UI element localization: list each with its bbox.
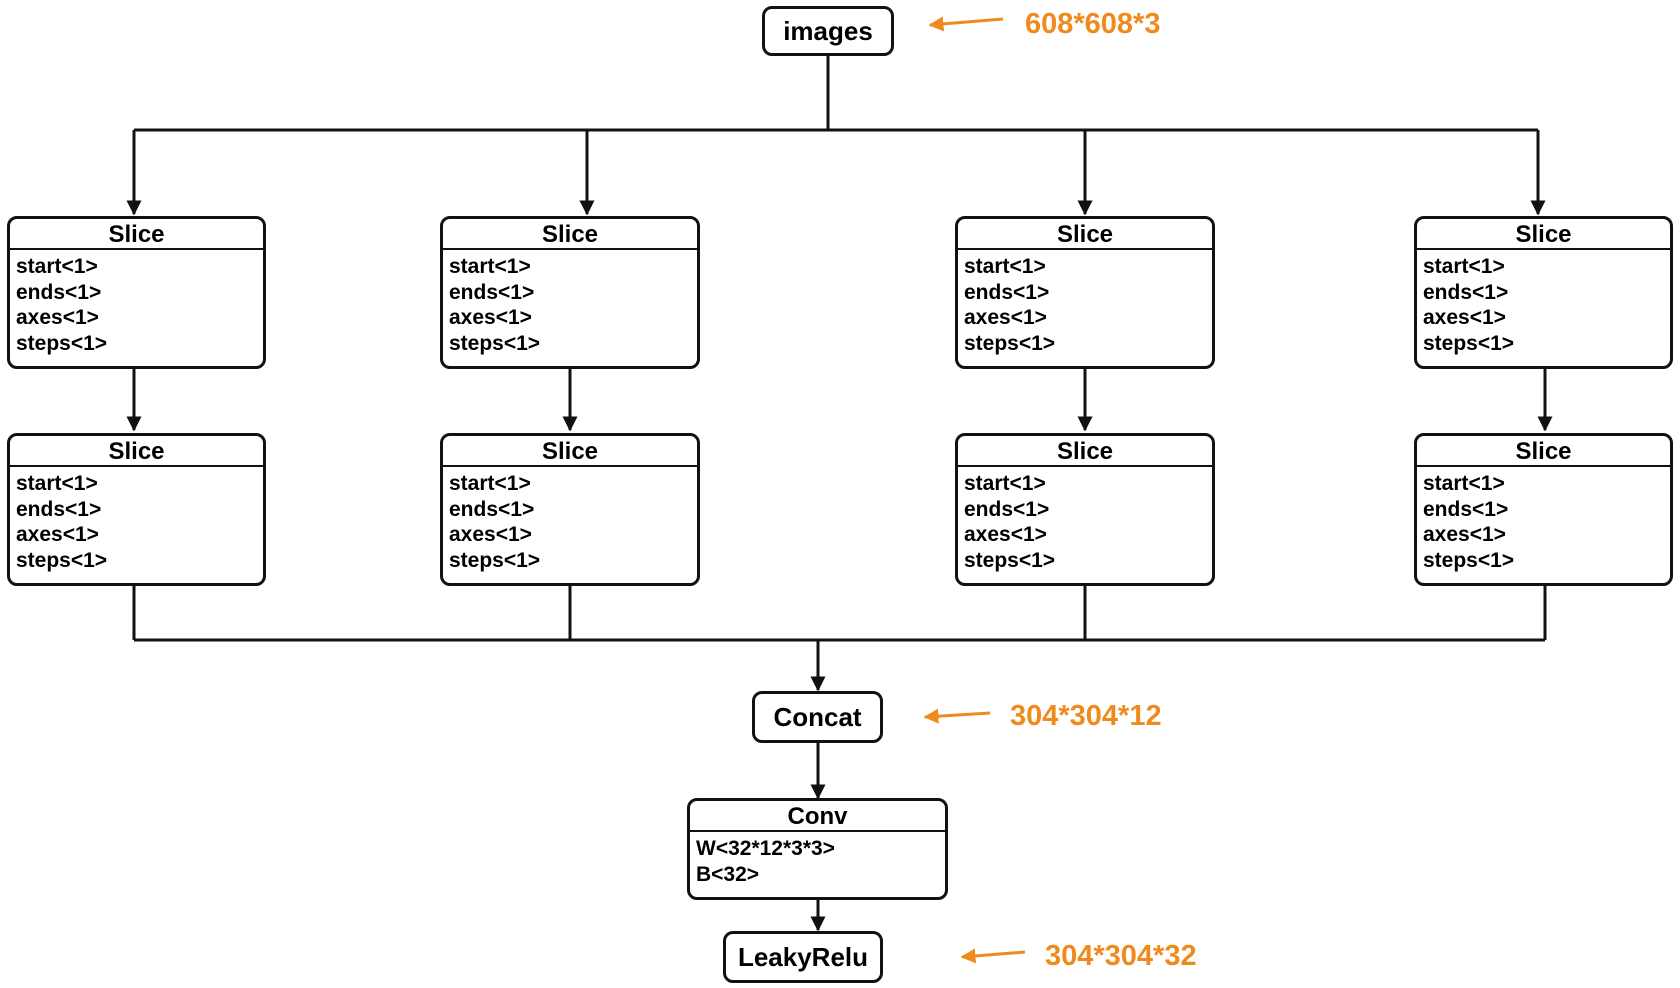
slice-title: Slice bbox=[1417, 436, 1670, 467]
slice-attr-ends: ends<1> bbox=[16, 497, 102, 521]
images-shape-annotation: 608*608*3 bbox=[1025, 8, 1161, 40]
slice-title: Slice bbox=[10, 219, 263, 250]
concat-shape-arrow bbox=[923, 708, 991, 724]
slice-attr-start: start<1> bbox=[449, 472, 531, 495]
slice-title: Slice bbox=[1417, 219, 1670, 250]
slice-attr-start: start<1> bbox=[16, 255, 98, 278]
images-shape-arrow bbox=[928, 16, 1004, 32]
slice-attr-ends: ends<1> bbox=[964, 280, 1050, 304]
slice-attr-ends: ends<1> bbox=[964, 497, 1050, 521]
slice-attr-steps: steps<1> bbox=[964, 548, 1056, 572]
slice-attr-steps: steps<1> bbox=[1423, 548, 1515, 572]
slice-node-col3-row1: Slice start<1> ends<1> axes<1> steps<1> bbox=[955, 216, 1215, 369]
conv-title: Conv bbox=[690, 801, 945, 832]
slice-attr-start: start<1> bbox=[1423, 255, 1505, 278]
slice-node-col2-row2: Slice start<1> ends<1> axes<1> steps<1> bbox=[440, 433, 700, 586]
slice-attr-axes: axes<1> bbox=[16, 306, 99, 329]
images-node: images bbox=[762, 6, 894, 56]
slice-node-col4-row1: Slice start<1> ends<1> axes<1> steps<1> bbox=[1414, 216, 1673, 369]
slice-attr-axes: axes<1> bbox=[964, 306, 1047, 329]
leakyrelu-node: LeakyRelu bbox=[723, 931, 883, 983]
slice-node-col3-row2: Slice start<1> ends<1> axes<1> steps<1> bbox=[955, 433, 1215, 586]
slice-attr-steps: steps<1> bbox=[964, 331, 1056, 355]
concat-node: Concat bbox=[752, 691, 883, 743]
slice-attr-axes: axes<1> bbox=[449, 523, 532, 546]
slice-attr-axes: axes<1> bbox=[964, 523, 1047, 546]
slice-title: Slice bbox=[10, 436, 263, 467]
slice-attr-axes: axes<1> bbox=[1423, 523, 1506, 546]
slice-attr-steps: steps<1> bbox=[16, 331, 108, 355]
slice-attr-steps: steps<1> bbox=[16, 548, 108, 572]
slice-attr-steps: steps<1> bbox=[1423, 331, 1515, 355]
slice-attr-start: start<1> bbox=[964, 255, 1046, 278]
slice-attr-start: start<1> bbox=[449, 255, 531, 278]
leakyrelu-label: LeakyRelu bbox=[737, 941, 869, 972]
slice-attr-start: start<1> bbox=[964, 472, 1046, 495]
slice-attr-axes: axes<1> bbox=[449, 306, 532, 329]
slice-title: Slice bbox=[958, 219, 1212, 250]
slice-attr-ends: ends<1> bbox=[1423, 280, 1509, 304]
leakyrelu-shape-annotation: 304*304*32 bbox=[1045, 940, 1197, 972]
slice-attr-ends: ends<1> bbox=[16, 280, 102, 304]
conv-node: Conv W<32*12*3*3> B<32> bbox=[687, 798, 948, 900]
slice-node-col1-row2: Slice start<1> ends<1> axes<1> steps<1> bbox=[7, 433, 266, 586]
slice-node-col2-row1: Slice start<1> ends<1> axes<1> steps<1> bbox=[440, 216, 700, 369]
images-label: images bbox=[783, 15, 873, 46]
slice-attr-ends: ends<1> bbox=[1423, 497, 1509, 521]
conv-attr-weights: W<32*12*3*3> bbox=[696, 837, 835, 860]
slice-attr-axes: axes<1> bbox=[16, 523, 99, 546]
concat-label: Concat bbox=[773, 701, 862, 732]
slice-node-col4-row2: Slice start<1> ends<1> axes<1> steps<1> bbox=[1414, 433, 1673, 586]
slice-title: Slice bbox=[443, 219, 697, 250]
slice-node-col1-row1: Slice start<1> ends<1> axes<1> steps<1> bbox=[7, 216, 266, 369]
slice-attr-axes: axes<1> bbox=[1423, 306, 1506, 329]
leakyrelu-shape-arrow bbox=[960, 948, 1026, 964]
slice-title: Slice bbox=[958, 436, 1212, 467]
concat-shape-annotation: 304*304*12 bbox=[1010, 700, 1162, 732]
slice-attr-steps: steps<1> bbox=[449, 548, 541, 572]
slice-attr-ends: ends<1> bbox=[449, 497, 535, 521]
slice-attr-start: start<1> bbox=[16, 472, 98, 495]
slice-attr-steps: steps<1> bbox=[449, 331, 541, 355]
slice-attr-ends: ends<1> bbox=[449, 280, 535, 304]
slice-attr-start: start<1> bbox=[1423, 472, 1505, 495]
slice-title: Slice bbox=[443, 436, 697, 467]
conv-attr-bias: B<32> bbox=[696, 862, 760, 886]
